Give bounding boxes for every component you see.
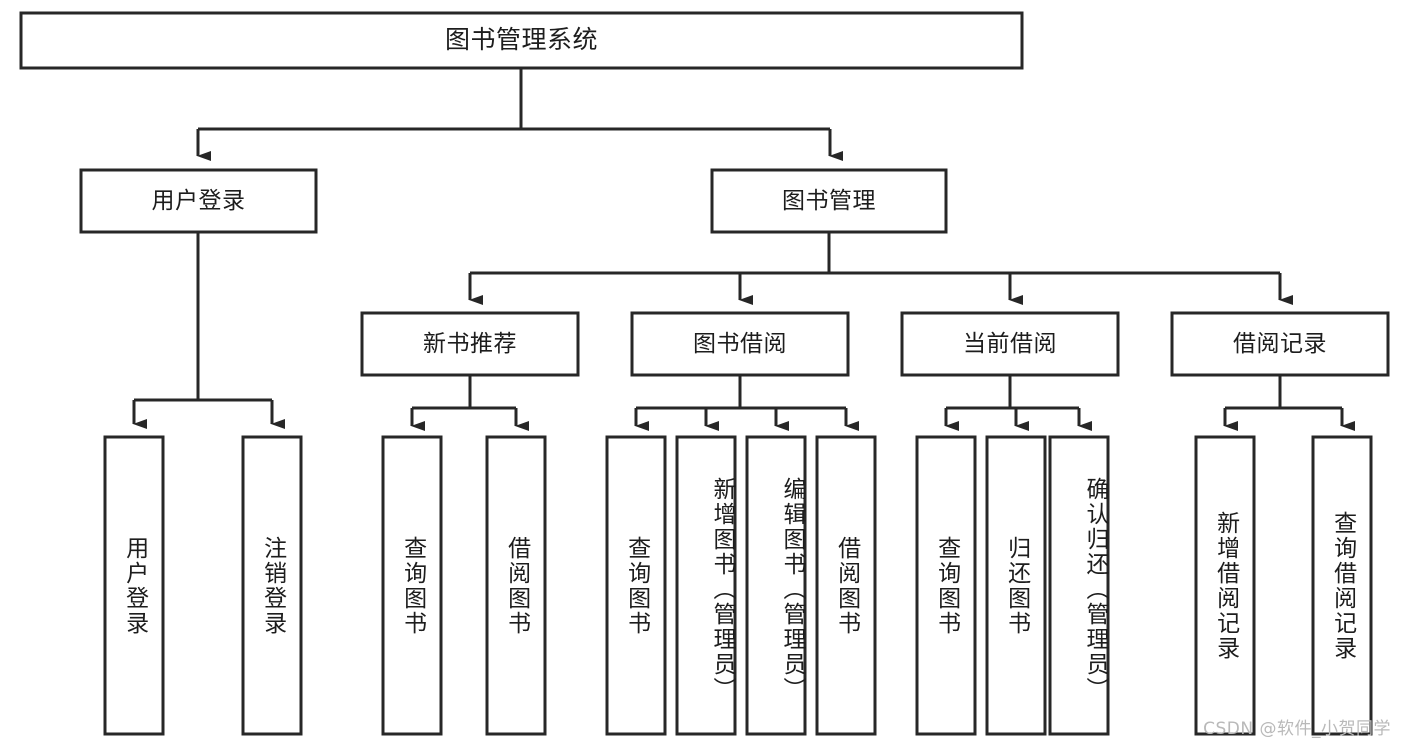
node-box-leaf-logout-login[interactable] bbox=[241, 435, 303, 736]
node-box-leaf-borrow-book-1[interactable] bbox=[485, 435, 547, 736]
node-box-user-login[interactable] bbox=[79, 168, 318, 234]
node-box-borrow-record[interactable] bbox=[1170, 311, 1390, 377]
node-box-leaf-query-record[interactable] bbox=[1311, 435, 1373, 736]
node-box-leaf-return-book[interactable] bbox=[985, 435, 1047, 736]
node-box-book-management[interactable] bbox=[710, 168, 948, 234]
node-box-leaf-add-book[interactable] bbox=[675, 435, 737, 736]
watermark-text: CSDN @软件_小贺同学 bbox=[1203, 719, 1391, 739]
node-box-leaf-user-login[interactable] bbox=[103, 435, 165, 736]
node-box-leaf-confirm-return[interactable] bbox=[1048, 435, 1110, 736]
node-box-leaf-query-book-3[interactable] bbox=[915, 435, 977, 736]
node-box-root[interactable] bbox=[19, 11, 1024, 70]
node-box-book-borrow[interactable] bbox=[630, 311, 850, 377]
node-box-leaf-query-book-2[interactable] bbox=[605, 435, 667, 736]
node-box-leaf-add-record[interactable] bbox=[1194, 435, 1256, 736]
node-box-new-book-recommend[interactable] bbox=[360, 311, 580, 377]
node-box-leaf-edit-book[interactable] bbox=[745, 435, 807, 736]
node-box-current-borrow[interactable] bbox=[900, 311, 1120, 377]
node-box-leaf-query-book-1[interactable] bbox=[381, 435, 443, 736]
node-box-leaf-borrow-book-2[interactable] bbox=[815, 435, 877, 736]
